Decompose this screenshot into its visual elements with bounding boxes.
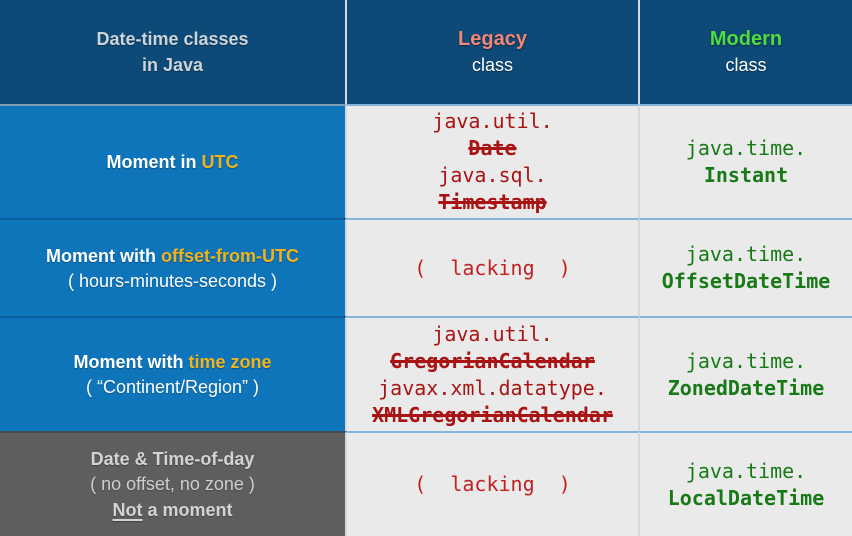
header-title-line2: in Java	[141, 55, 204, 75]
legacy-package-javax-xml-datatype: javax.xml.datatype.	[378, 375, 607, 400]
legacy-class-timestamp: Timestamp	[438, 190, 547, 214]
legacy-lacking-offset: ( lacking )	[414, 255, 571, 280]
legacy-column-subtitle: class	[471, 55, 513, 75]
row-zone-label-sub: ( “Continent/Region” )	[85, 377, 260, 397]
row-local-modern-cell: java.time. LocalDateTime	[640, 431, 852, 536]
row-local-label-line1: Date & Time-of-day	[90, 449, 255, 469]
row-offset-label-cell: Moment with offset-from-UTC ( hours-minu…	[0, 218, 347, 316]
modern-column-title: Modern	[709, 28, 783, 50]
header-cell-modern: Modern class	[640, 0, 852, 104]
row-utc-label-plain: Moment in	[106, 152, 202, 172]
modern-class-zoneddatetime: ZonedDateTime	[667, 375, 825, 400]
modern-package-zoneddatetime: java.time.	[685, 348, 807, 373]
legacy-column-title: Legacy	[458, 28, 527, 50]
row-local-legacy-cell: ( lacking )	[347, 431, 640, 536]
row-local-label-cell: Date & Time-of-day ( no offset, no zone …	[0, 431, 347, 536]
row-zone-legacy-cell: java.util. GregorianCalendar javax.xml.d…	[347, 316, 640, 431]
legacy-class-date: Date	[468, 136, 517, 160]
row-utc-modern-cell: java.time. Instant	[640, 104, 852, 218]
row-zone-label-accent: time zone	[188, 352, 272, 372]
header-cell-legacy: Legacy class	[347, 0, 640, 104]
row-local-label-line3: Not a moment	[112, 497, 232, 523]
legacy-lacking-local: ( lacking )	[414, 472, 571, 496]
legacy-package-java-sql: java.sql.	[438, 163, 547, 187]
row-zone-label-cell: Moment with time zone ( “Continent/Regio…	[0, 316, 347, 431]
header-title-line1: Date-time classes	[96, 29, 249, 49]
row-utc-legacy-cell: java.util. Date java.sql. Timestamp	[347, 104, 640, 218]
row-offset-legacy-cell: ( lacking )	[347, 218, 640, 316]
row-local-label-sub: ( no offset, no zone )	[90, 474, 255, 494]
row-zone-label: Moment with time zone	[73, 349, 271, 375]
modern-package-localdatetime: java.time.	[685, 458, 807, 483]
modern-package-instant: java.time.	[685, 136, 807, 160]
legacy-class-xmlgregoriancalendar: XMLGregorianCalendar	[372, 402, 613, 427]
row-offset-label-plain: Moment with	[46, 245, 161, 266]
row-offset-label: Moment with offset-from-UTC	[46, 243, 299, 269]
row-offset-label-accent: offset-from-UTC	[161, 245, 299, 266]
modern-class-offsetdatetime: OffsetDateTime	[661, 269, 831, 293]
legacy-class-gregoriancalendar: GregorianCalendar	[390, 348, 595, 373]
row-local-label-rest: a moment	[142, 500, 233, 520]
row-utc-label-cell: Moment in UTC	[0, 104, 347, 218]
legacy-package-java-util-2: java.util.	[432, 321, 553, 346]
row-zone-label-plain: Moment with	[73, 352, 189, 372]
legacy-package-java-util: java.util.	[432, 109, 553, 133]
modern-class-instant: Instant	[703, 163, 789, 187]
row-local-label-not: Not	[112, 500, 143, 520]
row-utc-label-accent: UTC	[201, 152, 239, 172]
row-offset-label-sub: ( hours-minutes-seconds )	[67, 270, 278, 291]
row-utc-label: Moment in UTC	[107, 149, 239, 175]
modern-package-offsetdatetime: java.time.	[685, 242, 807, 266]
modern-column-subtitle: class	[725, 55, 767, 75]
row-zone-modern-cell: java.time. ZonedDateTime	[640, 316, 852, 431]
modern-class-localdatetime: LocalDateTime	[667, 485, 825, 510]
row-offset-modern-cell: java.time. OffsetDateTime	[640, 218, 852, 316]
header-cell-datetime-classes: Date-time classes in Java	[0, 0, 347, 104]
